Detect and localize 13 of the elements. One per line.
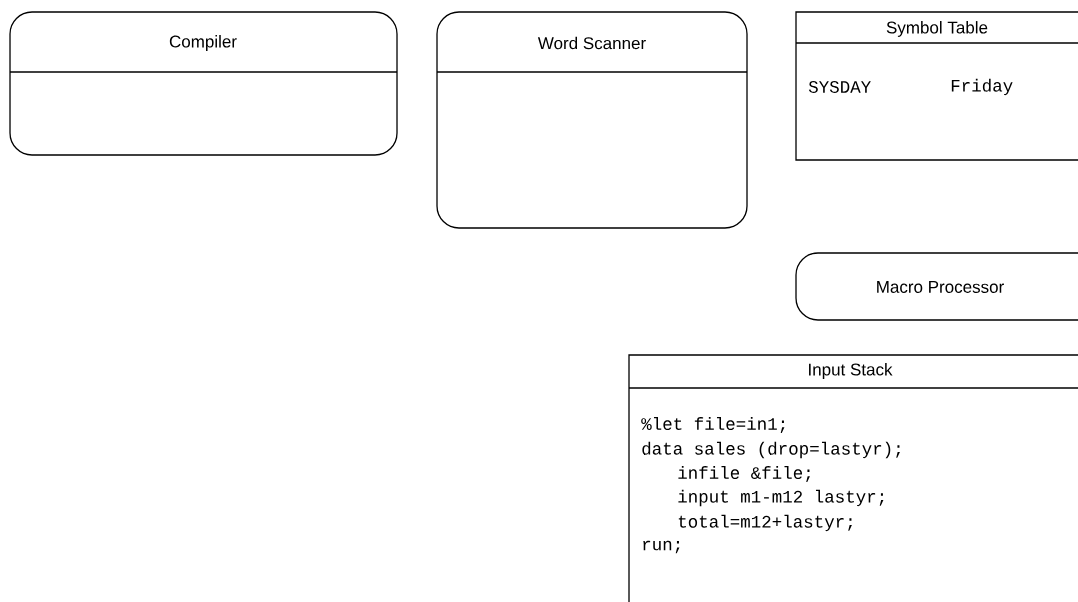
- box-title: Compiler: [169, 35, 237, 51]
- table-entry: SYSDAY: [808, 81, 871, 93]
- code-line: input m1-m12 lastyr;: [678, 489, 884, 507]
- box-title: Symbol Table: [886, 21, 988, 37]
- box-title: Input Stack: [809, 363, 893, 379]
- code-line: run;: [643, 540, 680, 554]
- code-line: total=m12+lastyr;: [678, 514, 852, 532]
- table-entry: Friday: [951, 78, 1013, 96]
- box-title: Word Scanner: [537, 36, 646, 50]
- code-line: infile &file;: [678, 466, 810, 482]
- box-title: Macro Processor: [877, 281, 1004, 293]
- code-line: %let file=in1;: [641, 417, 785, 433]
- code-line: data sales (drop=lastyr);: [642, 441, 900, 459]
